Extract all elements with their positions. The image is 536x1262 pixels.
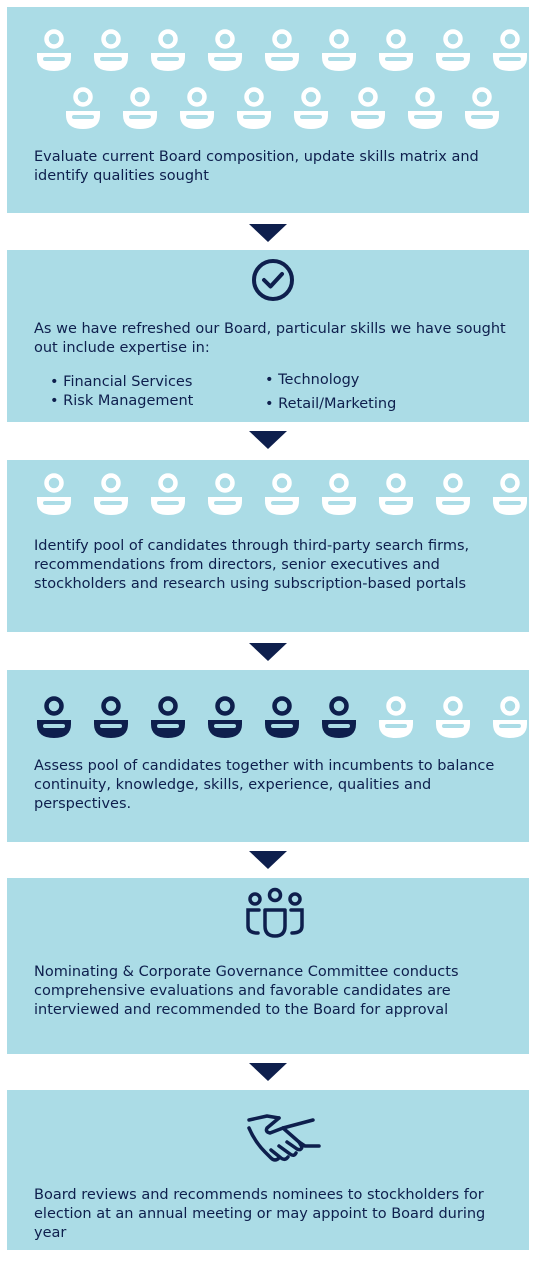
- bullet-risk-management: • Risk Management: [50, 393, 194, 409]
- step-2-box: As we have refreshed our Board, particul…: [7, 250, 529, 422]
- arrow-down-icon: [249, 851, 287, 869]
- person-icon: [436, 473, 470, 515]
- person-icon: [265, 473, 299, 515]
- person-icon: [294, 87, 328, 129]
- arrow-down-icon: [249, 1063, 287, 1081]
- person-icon: [94, 696, 128, 738]
- person-icon: [151, 696, 185, 738]
- person-icon: [379, 696, 413, 738]
- person-icon: [322, 473, 356, 515]
- person-icon: [265, 29, 299, 71]
- step-3-text: Identify pool of candidates through thir…: [34, 538, 470, 592]
- person-icon: [322, 696, 356, 738]
- person-icon: [37, 473, 71, 515]
- step-1-text: Evaluate current Board composition, upda…: [34, 149, 479, 184]
- handshake-icon: [247, 1114, 321, 1162]
- person-icon: [208, 473, 242, 515]
- arrow-down-icon: [249, 224, 287, 242]
- person-icon: [94, 29, 128, 71]
- check-circle-icon: [252, 259, 294, 301]
- person-icon: [493, 29, 527, 71]
- person-icon: [493, 696, 527, 738]
- person-icon: [379, 473, 413, 515]
- person-icon: [436, 696, 470, 738]
- step-6-box: Board reviews and recommends nominees to…: [7, 1090, 529, 1250]
- person-icon: [436, 29, 470, 71]
- bullet-technology: • Technology: [265, 372, 360, 388]
- person-icon: [493, 473, 527, 515]
- step-5-text: Nominating & Corporate Governance Commit…: [34, 964, 459, 1018]
- people-row-mixed: [35, 696, 529, 740]
- person-icon: [37, 29, 71, 71]
- person-icon: [208, 696, 242, 738]
- people-row-bottom: [64, 87, 501, 131]
- person-icon: [408, 87, 442, 129]
- people-row-top: [35, 29, 529, 73]
- person-icon: [322, 29, 356, 71]
- bullet-financial-services: • Financial Services: [50, 374, 193, 390]
- person-icon: [237, 87, 271, 129]
- step-4-box: Assess pool of candidates together with …: [7, 670, 529, 842]
- arrow-down-icon: [249, 431, 287, 449]
- people-row: [35, 473, 529, 517]
- person-icon: [151, 29, 185, 71]
- person-icon: [123, 87, 157, 129]
- person-icon: [94, 473, 128, 515]
- person-icon: [465, 87, 499, 129]
- bullet-retail-marketing: • Retail/Marketing: [265, 396, 397, 412]
- step-6-text: Board reviews and recommends nominees to…: [34, 1187, 486, 1241]
- person-icon: [208, 29, 242, 71]
- person-icon: [66, 87, 100, 129]
- step-2-text: As we have refreshed our Board, particul…: [34, 321, 506, 356]
- step-5-box: Nominating & Corporate Governance Commit…: [7, 878, 529, 1054]
- committee-group-icon: [246, 887, 304, 938]
- person-icon: [351, 87, 385, 129]
- step-3-box: Identify pool of candidates through thir…: [7, 460, 529, 632]
- person-icon: [180, 87, 214, 129]
- person-icon: [37, 696, 71, 738]
- person-icon: [151, 473, 185, 515]
- step-1-box: Evaluate current Board composition, upda…: [7, 7, 529, 213]
- arrow-down-icon: [249, 643, 287, 661]
- person-icon: [379, 29, 413, 71]
- step-4-text: Assess pool of candidates together with …: [34, 758, 495, 812]
- person-icon: [265, 696, 299, 738]
